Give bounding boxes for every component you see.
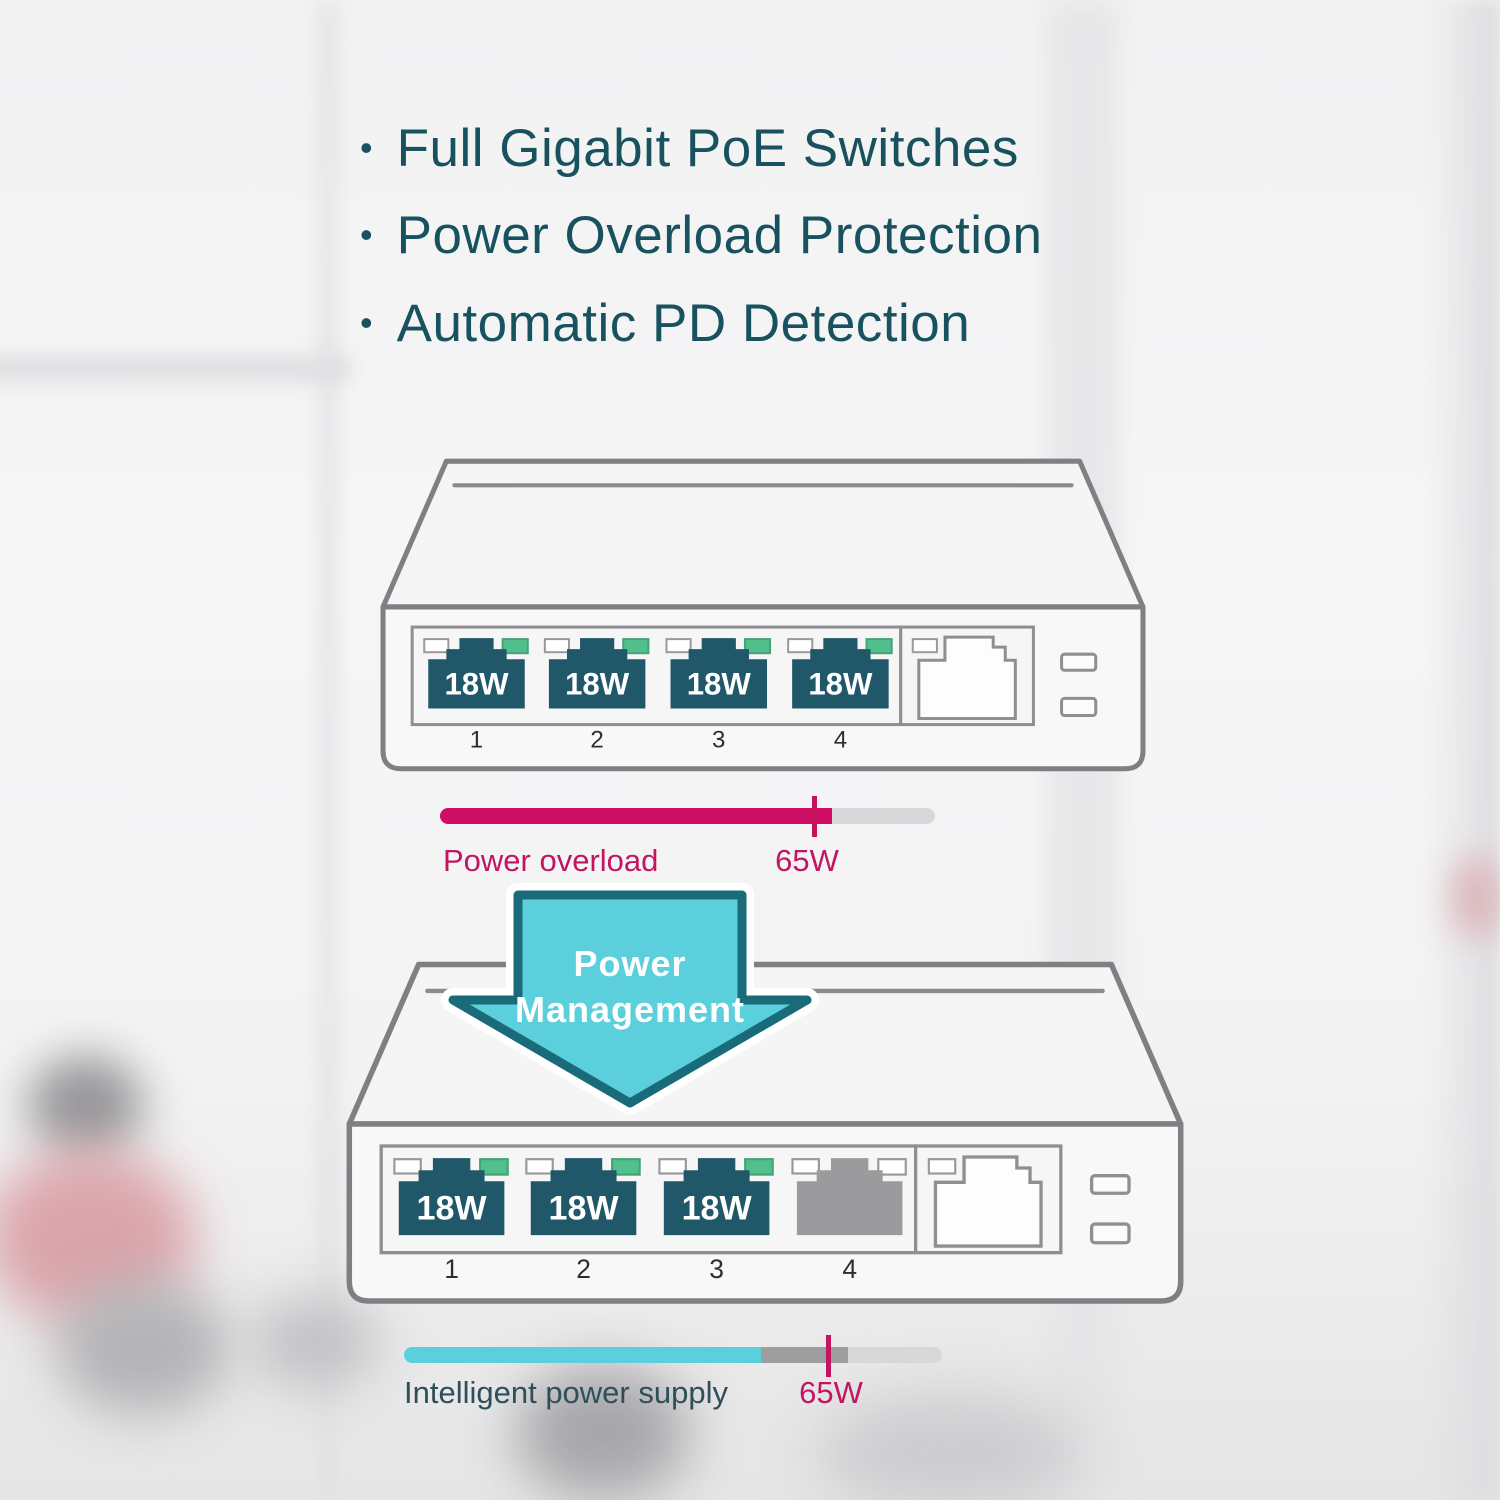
switch-lid [380, 458, 1146, 610]
supply-capacity-label: 65W [799, 1375, 863, 1410]
poe-led-green-icon [501, 638, 529, 655]
port-power-label: 18W [444, 666, 509, 701]
rj45-outline-icon [933, 1155, 1043, 1248]
arrow-down-icon [448, 890, 812, 1108]
port-power-label: 18W [565, 666, 630, 701]
port-number: 2 [576, 1254, 591, 1284]
background-person-head [28, 1055, 143, 1155]
overload-bar-label: Power overload [443, 843, 659, 878]
feature-text-1: Full Gigabit PoE Switches [396, 118, 1019, 178]
feature-bullet-3: • Automatic PD Detection [360, 292, 970, 354]
poe-port-4: 18W 4 [787, 638, 893, 754]
background-person-far [1452, 855, 1500, 940]
port-number: 3 [709, 1254, 724, 1284]
link-led-icon [791, 1158, 820, 1175]
feature-text-2: Power Overload Protection [396, 205, 1043, 265]
port-power-label: 18W [682, 1190, 753, 1228]
poe-port-2: 18W 2 [525, 1158, 641, 1284]
overload-65w-marker [812, 796, 817, 837]
rj45-jack-icon [428, 638, 525, 709]
link-led-icon [665, 638, 692, 654]
power-overload-bar [440, 796, 935, 837]
feature-text-3: Automatic PD Detection [396, 293, 971, 353]
link-led-icon [393, 1158, 422, 1175]
reset-button-icon [1060, 652, 1098, 672]
supply-reserved-segment [761, 1347, 848, 1363]
port-power-label: 18W [549, 1190, 620, 1228]
bullet-icon: • [360, 127, 373, 168]
supply-cyan-fill [404, 1347, 761, 1363]
reset-button-icon [1089, 1174, 1131, 1195]
background-desk-shape [250, 1295, 380, 1390]
port-number: 1 [444, 1254, 459, 1284]
rj45-jack-icon [663, 1158, 770, 1236]
port-number: 3 [712, 727, 725, 754]
overload-capacity-label: 65W [775, 843, 839, 878]
poe-port-3: 18W 3 [665, 638, 772, 754]
poe-led-green-icon [479, 1158, 509, 1176]
intelligent-power-supply-bar [404, 1335, 942, 1377]
link-led-icon [543, 638, 570, 654]
poe-port-2: 18W 2 [543, 638, 650, 754]
arrow-label-line2: Management [515, 989, 745, 1030]
background-desk-shape [515, 1365, 690, 1500]
feature-bullet-2: • Power Overload Protection [360, 204, 1042, 266]
bullet-icon: • [360, 214, 373, 255]
switch-bottom-illustration: 18W 1 18W 2 18W 3 4 [346, 961, 1184, 1304]
port-number: 2 [590, 727, 603, 754]
background-desk-shape [815, 1395, 1085, 1500]
port-number: 4 [842, 1254, 857, 1284]
power-management-arrow: Power Management [441, 883, 819, 1115]
background-person-lower [55, 1280, 230, 1415]
power-socket-icon [1089, 1222, 1131, 1245]
rj45-jack-icon [398, 1158, 505, 1236]
power-socket-icon [1060, 696, 1098, 718]
port-number: 4 [834, 727, 847, 754]
supply-bar-label: Intelligent power supply [404, 1375, 728, 1410]
feature-bullet-1: • Full Gigabit PoE Switches [360, 117, 1019, 179]
uplink-led-icon [927, 1158, 957, 1175]
poe-led-green-icon [744, 1158, 774, 1176]
rj45-jack-icon [530, 1158, 637, 1236]
poe-port-1: 18W 1 [423, 638, 529, 754]
uplink-port [911, 635, 1017, 721]
link-led-icon [787, 638, 814, 654]
switch-top-illustration: 18W 1 18W 2 18W 3 18W 4 [380, 458, 1146, 772]
rj45-jack-icon [548, 638, 646, 709]
rj45-jack-icon [796, 1158, 903, 1236]
poe-led-off-icon [877, 1158, 907, 1176]
poe-port-4-inactive: 4 [791, 1158, 907, 1284]
port-power-label: 18W [687, 666, 752, 701]
poe-port-3: 18W 3 [658, 1158, 774, 1284]
bullet-icon: • [360, 302, 373, 343]
background-window-sill [0, 356, 350, 382]
power-overload-fill [440, 808, 832, 824]
uplink-led-icon [911, 638, 938, 654]
link-led-icon [658, 1158, 687, 1175]
uplink-port [927, 1155, 1043, 1248]
background-window-band [318, 0, 338, 1500]
port-power-label: 18W [417, 1190, 488, 1228]
supply-65w-marker [826, 1335, 831, 1377]
arrow-label-line1: Power [573, 943, 686, 984]
port-number: 1 [470, 727, 483, 754]
rj45-outline-icon [917, 635, 1017, 721]
link-led-icon [423, 638, 450, 654]
poe-led-green-icon [743, 638, 772, 655]
poe-led-green-icon [611, 1158, 641, 1176]
poe-led-green-icon [622, 638, 650, 655]
background-window-band [1426, 0, 1500, 1500]
rj45-jack-icon [792, 638, 889, 709]
poe-port-1: 18W 1 [393, 1158, 509, 1284]
port-power-label: 18W [808, 666, 873, 701]
link-led-icon [525, 1158, 554, 1175]
poe-led-green-icon [865, 638, 893, 655]
rj45-jack-icon [670, 638, 768, 709]
